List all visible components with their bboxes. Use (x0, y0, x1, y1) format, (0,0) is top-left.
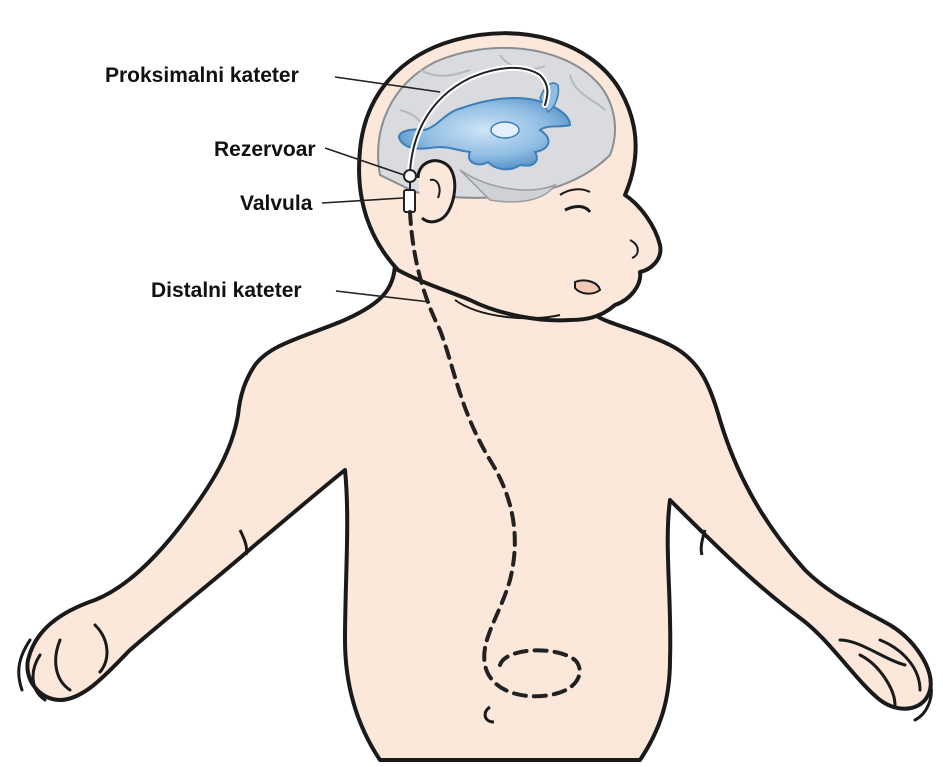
label-valve: Valvula (240, 193, 312, 214)
third-ventricle (491, 122, 519, 138)
label-distal-catheter: Distalni kateter (151, 280, 302, 301)
label-reservoir: Rezervoar (214, 139, 316, 160)
torso (27, 262, 930, 760)
reservoir-device (404, 170, 416, 182)
ear (418, 161, 455, 222)
valve-device (404, 190, 415, 212)
label-proximal-catheter: Proksimalni kateter (105, 65, 299, 86)
